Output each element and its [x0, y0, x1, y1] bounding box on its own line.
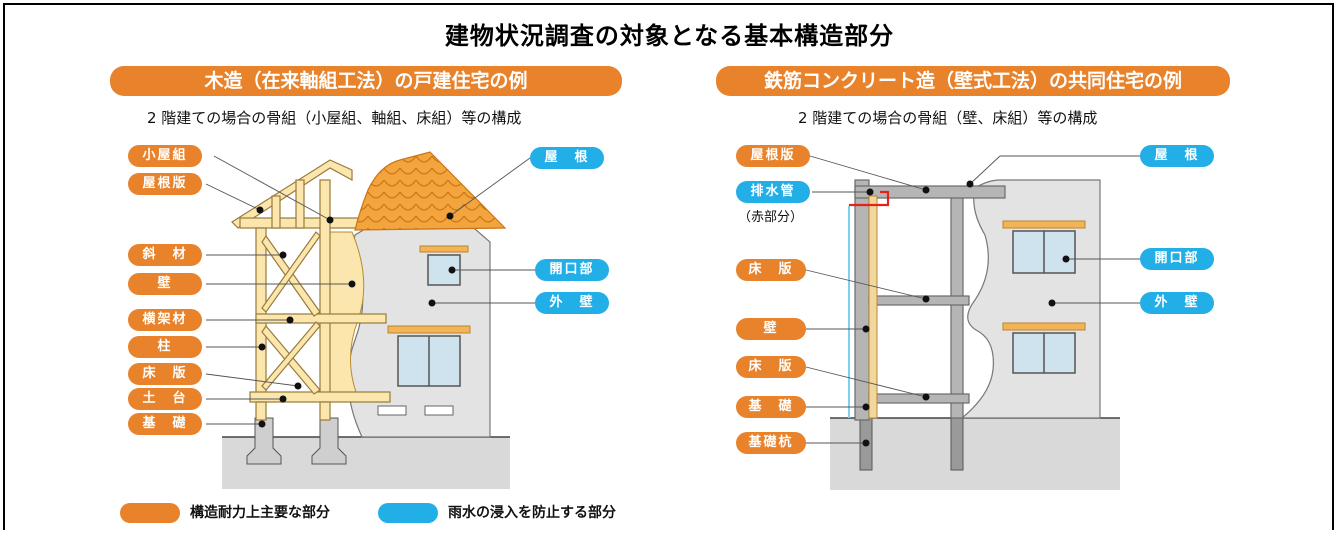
label-yukaban-rc-upper: 床 版	[736, 259, 806, 281]
label-yaneban-rc: 屋根版	[736, 145, 810, 167]
label-kiso: 基 礎	[128, 413, 202, 435]
label-haisuikan: 排水管	[736, 181, 810, 203]
drain-note: （赤部分）	[738, 210, 804, 225]
label-yane-rc: 屋 根	[1140, 145, 1214, 167]
legend-orange-swatch	[120, 503, 180, 523]
right-windows	[1002, 220, 1086, 374]
label-dodai: 土 台	[128, 388, 202, 410]
label-yane: 屋 根	[530, 147, 604, 169]
label-gaiheki: 外 壁	[535, 292, 609, 314]
label-kabe: 壁	[128, 273, 202, 295]
figure-frame	[3, 3, 1334, 530]
right-leader-dots	[862, 180, 1070, 447]
label-kisokui: 基礎杭	[736, 432, 806, 454]
right-frame	[854, 179, 1006, 421]
legend-blue-text: 雨水の浸入を防止する部分	[448, 505, 616, 521]
label-shazai: 斜 材	[128, 244, 202, 266]
label-okakezai: 横架材	[128, 309, 202, 331]
right-leader-lines	[805, 155, 1140, 444]
right-wall-finish	[848, 195, 878, 419]
left-leader-dots	[256, 206, 456, 428]
label-yaneban: 屋根版	[128, 173, 202, 195]
left-leader-lines	[205, 155, 535, 425]
right-ground	[830, 417, 1120, 490]
left-roof	[354, 151, 507, 231]
label-gaiheki-rc: 外 壁	[1140, 292, 1214, 314]
label-hashira: 柱	[128, 336, 202, 358]
label-kaikoubu: 開口部	[535, 259, 609, 281]
left-banner: 木造（在来軸組工法）の戸建住宅の例	[110, 66, 622, 96]
right-banner: 鉄筋コンクリート造（壁式工法）の共同住宅の例	[716, 66, 1230, 96]
label-yukaban-rc-lower: 床 版	[736, 356, 806, 378]
legend-blue-swatch	[378, 503, 438, 523]
label-kabe-rc: 壁	[736, 318, 806, 340]
page-title: 建物状況調査の対象となる基本構造部分	[444, 22, 895, 50]
label-kiso-rc: 基 礎	[736, 396, 806, 418]
left-frame	[231, 159, 391, 421]
right-drain-pipe	[849, 190, 890, 207]
right-facade	[960, 179, 1101, 419]
label-kaikoubu-rc: 開口部	[1140, 248, 1214, 270]
left-ground	[222, 417, 510, 489]
left-windows	[387, 245, 471, 387]
right-subtitle: 2 階建ての場合の骨組（壁、床組）等の構成	[798, 109, 1098, 127]
legend-orange-text: 構造耐力上主要な部分	[190, 505, 330, 521]
label-yukaban: 床 版	[128, 363, 202, 385]
label-koyagumi: 小屋組	[128, 145, 202, 167]
left-subtitle: 2 階建ての場合の骨組（小屋組、軸組、床組）等の構成	[147, 109, 522, 127]
